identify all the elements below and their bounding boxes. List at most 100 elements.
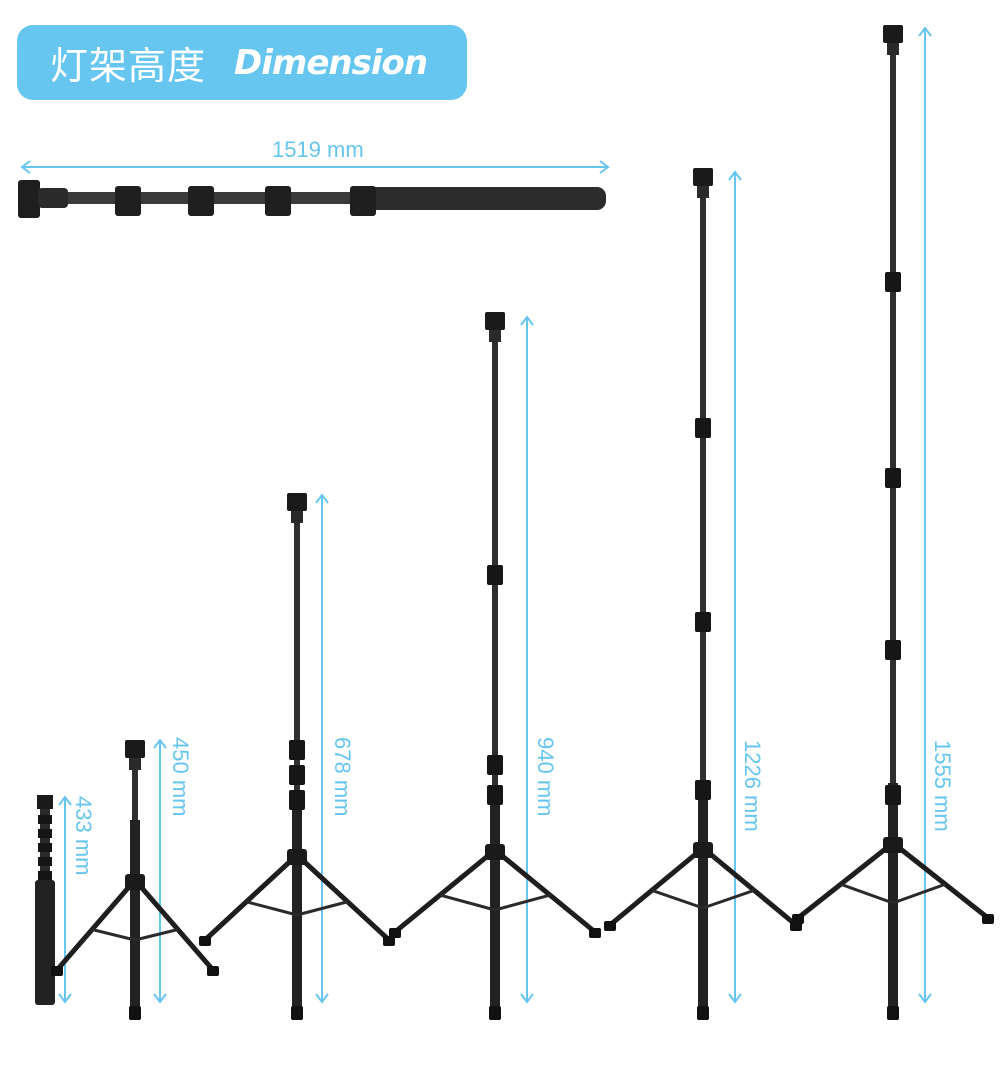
arrow-head	[315, 993, 329, 1004]
leg-foot	[383, 936, 395, 946]
stand-pole-base	[130, 820, 140, 1020]
leg-brace	[840, 882, 894, 905]
arrow-head	[728, 170, 742, 181]
leg-hub	[485, 844, 505, 860]
tripod-leg	[295, 853, 391, 942]
height-label-433: 433 mm	[71, 796, 96, 876]
center-foot	[291, 1006, 303, 1020]
tripod-leg	[796, 841, 895, 920]
section-lock	[695, 612, 711, 632]
pole-section	[350, 187, 606, 210]
mount-head	[485, 312, 505, 330]
height-label-940: 940 mm	[533, 737, 558, 817]
arrow-head	[520, 315, 534, 326]
leg-hub	[883, 837, 903, 853]
section-lock	[695, 780, 711, 800]
folded-legs	[35, 880, 55, 1005]
tripod-leg	[891, 841, 990, 920]
leg-foot	[792, 914, 804, 924]
section-lock	[885, 272, 901, 292]
mount-head	[125, 740, 145, 758]
leg-brace	[134, 928, 179, 942]
arrow-head	[520, 993, 534, 1004]
section-lock	[115, 186, 141, 216]
leg-brace	[439, 893, 496, 912]
arrow-head	[153, 738, 167, 749]
mount-head	[37, 795, 53, 809]
arrow-head	[728, 993, 742, 1004]
section-lock	[188, 186, 214, 216]
dimension-banner: 灯架高度 Dimension	[17, 25, 467, 100]
banner-title-en: Dimension	[234, 42, 428, 83]
section-lock	[265, 186, 291, 216]
height-label-1226: 1226 mm	[740, 740, 765, 832]
leg-brace	[651, 888, 704, 910]
mount-head	[887, 43, 899, 55]
stand-pole	[294, 503, 300, 865]
leg-hub	[125, 874, 145, 890]
arrow-head	[918, 26, 932, 37]
leg-foot	[589, 928, 601, 938]
section-lock	[289, 740, 305, 760]
leg-foot	[51, 966, 63, 976]
arrow-head	[20, 160, 31, 174]
height-label-1555: 1555 mm	[930, 740, 955, 832]
leg-hub	[287, 849, 307, 865]
arrow-head	[58, 993, 72, 1004]
stand-pole-base	[698, 788, 708, 1020]
tripod-leg	[55, 878, 137, 972]
mount-head	[38, 188, 68, 208]
stand-pole	[700, 178, 706, 858]
tripod-leg	[393, 848, 497, 934]
center-foot	[489, 1006, 501, 1020]
mount-head	[291, 511, 303, 523]
center-foot	[697, 1006, 709, 1020]
center-foot	[887, 1006, 899, 1020]
stand-pole-base	[292, 795, 302, 1020]
section-lock	[38, 857, 52, 866]
section-lock	[38, 815, 52, 824]
section-lock	[885, 468, 901, 488]
leg-foot	[982, 914, 994, 924]
leg-foot	[199, 936, 211, 946]
section-lock	[350, 186, 376, 216]
section-lock	[289, 765, 305, 785]
tripod-leg	[133, 878, 215, 972]
mount-head	[18, 180, 40, 218]
mount-head	[489, 330, 501, 342]
arrow-head	[918, 993, 932, 1004]
leg-foot	[604, 921, 616, 931]
tripod-leg	[493, 848, 597, 934]
leg-brace	[494, 893, 551, 912]
section-lock	[487, 785, 503, 805]
leg-hub	[693, 842, 713, 858]
leg-brace	[296, 900, 348, 917]
banner-title-cn: 灯架高度	[50, 44, 207, 88]
stand-pole-base	[490, 790, 500, 1020]
leg-brace	[246, 900, 298, 917]
height-label-678: 678 mm	[330, 737, 355, 817]
folded-length-label: 1519 mm	[272, 137, 364, 162]
section-lock	[487, 755, 503, 775]
mount-head	[287, 493, 307, 511]
mount-head	[129, 758, 141, 770]
leg-brace	[892, 882, 946, 905]
section-lock	[38, 871, 52, 880]
arrow-head	[599, 160, 610, 174]
arrow-head	[153, 993, 167, 1004]
section-lock	[885, 640, 901, 660]
tripod-leg	[701, 846, 798, 927]
arrow-head	[58, 795, 72, 806]
leg-brace	[702, 888, 755, 910]
section-lock	[695, 418, 711, 438]
tripod-leg	[203, 853, 299, 942]
tripod-leg	[608, 846, 705, 927]
mount-head	[883, 25, 903, 43]
stand-pole	[492, 322, 498, 860]
section-lock	[885, 785, 901, 805]
leg-brace	[91, 928, 136, 942]
leg-foot	[389, 928, 401, 938]
mount-head	[697, 186, 709, 198]
stand-pole	[890, 35, 896, 853]
